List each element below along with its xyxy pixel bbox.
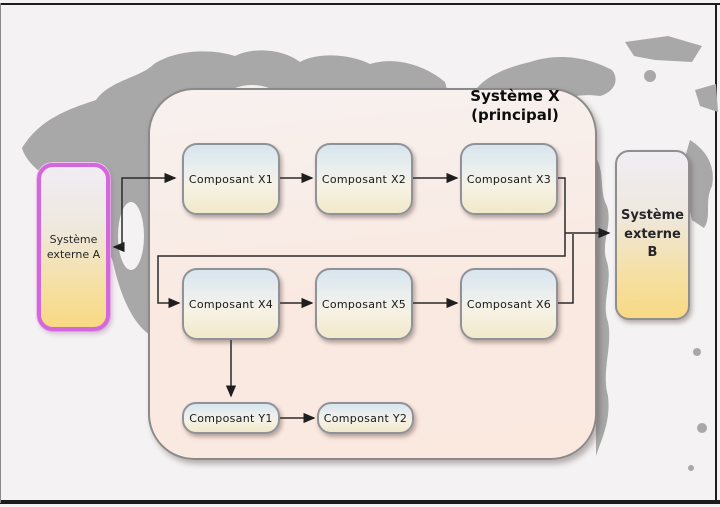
arrow-a-to-x1: [121, 172, 177, 247]
component-x2: Composant X2: [315, 143, 413, 215]
component-x1-label: Composant X1: [188, 172, 274, 186]
component-y1-label: Composant Y1: [189, 411, 273, 425]
component-x3: Composant X3: [460, 143, 558, 215]
external-system-b: Système externe B: [615, 150, 690, 320]
component-x6: Composant X6: [460, 268, 558, 340]
component-x4-label: Composant X4: [188, 297, 274, 311]
component-x4: Composant X4: [182, 268, 280, 340]
component-x2-label: Composant X2: [321, 172, 407, 186]
line-x6-to-b-junction: [557, 234, 574, 304]
component-x1: Composant X1: [182, 143, 280, 215]
component-x5: Composant X5: [315, 268, 413, 340]
external-system-a-label-line2: externe A: [46, 248, 101, 261]
component-y2: Composant Y2: [317, 402, 414, 434]
frame-bottom-border: [0, 500, 720, 504]
frame-right-border: [715, 3, 717, 503]
external-system-a: Système externe A: [37, 163, 110, 331]
external-system-b-label-line1: Système: [621, 207, 684, 223]
component-x6-label: Composant X6: [466, 297, 552, 311]
component-x3-label: Composant X3: [466, 172, 552, 186]
component-y1: Composant Y1: [182, 402, 280, 434]
main-system-title: Système X (principal): [425, 87, 605, 125]
component-y2-label: Composant Y2: [323, 411, 408, 425]
frame-left-border: [0, 3, 1, 503]
external-system-b-label-line2: externe B: [624, 226, 681, 261]
main-system-title-line1: Système X: [470, 87, 560, 105]
main-system-title-line2: (principal): [471, 105, 559, 124]
external-system-a-label-line1: Système: [49, 232, 98, 246]
arrow-x3-to-x4: [157, 177, 566, 309]
component-x5-label: Composant X5: [321, 297, 407, 311]
frame-top-border: [0, 3, 720, 5]
